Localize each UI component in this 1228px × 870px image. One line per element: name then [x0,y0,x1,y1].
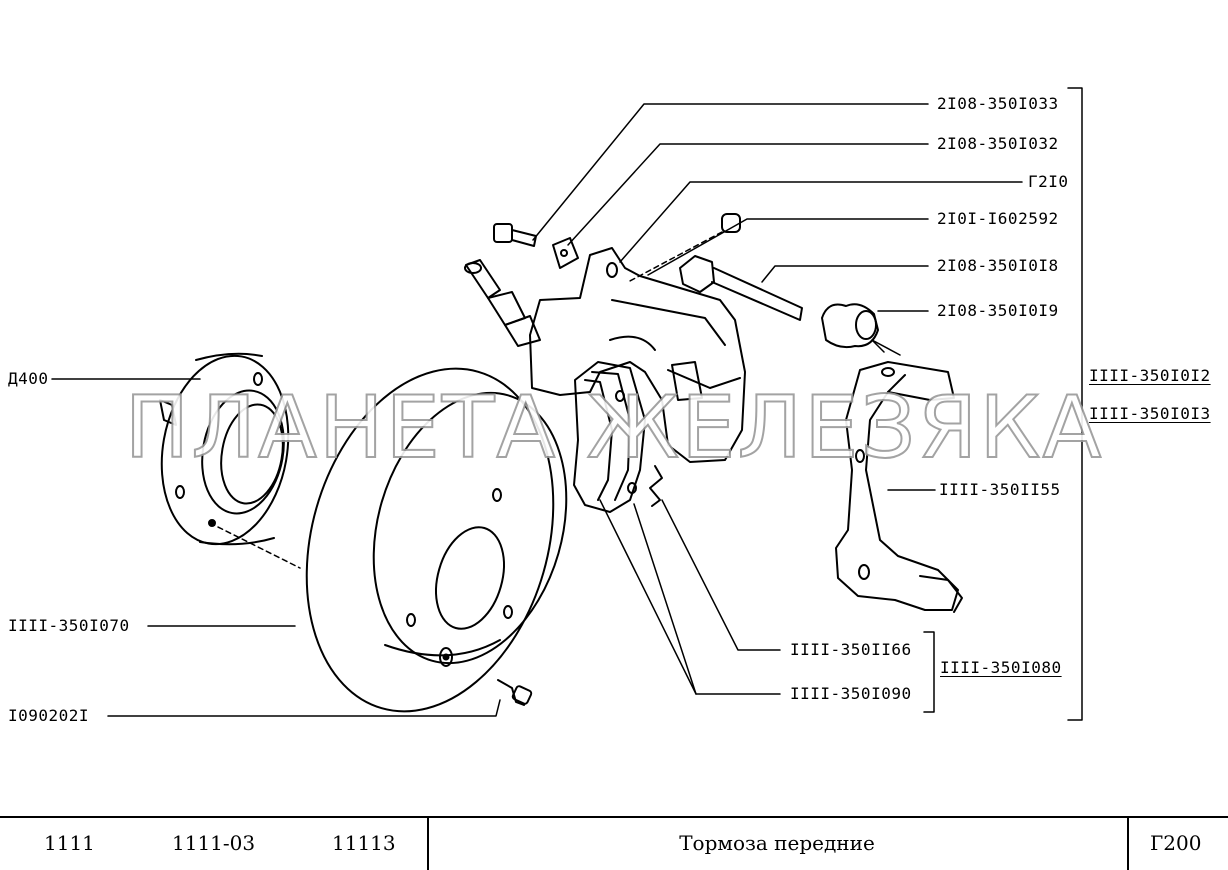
lock-plate [552,237,579,269]
part-label-assembly-right: IIII-350I0I3 [1089,404,1211,423]
part-label-assembly-left: IIII-350I0I2 [1089,366,1211,385]
part-label-cap: 2I0I-I602592 [937,209,1059,228]
part-label-bracket: IIII-350II55 [939,480,1061,499]
brake-hose-fitting [464,259,541,347]
part-label-disc: IIII-350I070 [8,616,130,635]
title-block: 1111 1111-03 11113 Тормоза передние Г200 [0,816,1228,870]
part-label-lock-plate: 2I08-350I032 [937,134,1059,153]
anti-rattle-spring [649,465,663,507]
brake-disc [305,367,568,713]
part-label-pad-set: IIII-350I080 [940,658,1062,677]
title-divider-left [427,818,429,870]
bleeder-cap [721,213,741,233]
part-label-hub: Д400 [8,369,49,388]
brake-pads [573,361,646,513]
part-label-pads: IIII-350I090 [790,684,912,703]
part-label-spring: IIII-350II66 [790,640,912,659]
disc-bolt [497,679,533,706]
part-label-boot: 2I08-350I0I9 [937,301,1059,320]
part-label-bolt: 2I08-350I033 [937,94,1059,113]
title-divider-right [1127,818,1129,870]
section-code: Г200 [1150,831,1202,855]
model-code-3: 11113 [332,831,396,855]
model-code-2: 1111-03 [172,831,256,855]
group-bracket-pads [923,631,935,713]
page-title: Тормоза передние [679,831,875,855]
guide-pin-boot [821,303,879,349]
caliper-body [529,247,746,463]
caliper-bolt [493,223,537,247]
caliper-bracket [835,361,963,613]
wheel-hub [159,352,290,546]
model-code-1: 1111 [44,831,95,855]
group-bracket-main [1067,87,1083,721]
brake-assembly-diagram [51,87,1083,721]
guide-pin [679,255,803,321]
leader-lines [51,103,1023,717]
part-label-guide-pin: 2I08-350I0I8 [937,256,1059,275]
part-label-caliper: Г2I0 [1028,172,1069,191]
part-label-disc-bolt: I090202I [8,706,90,725]
